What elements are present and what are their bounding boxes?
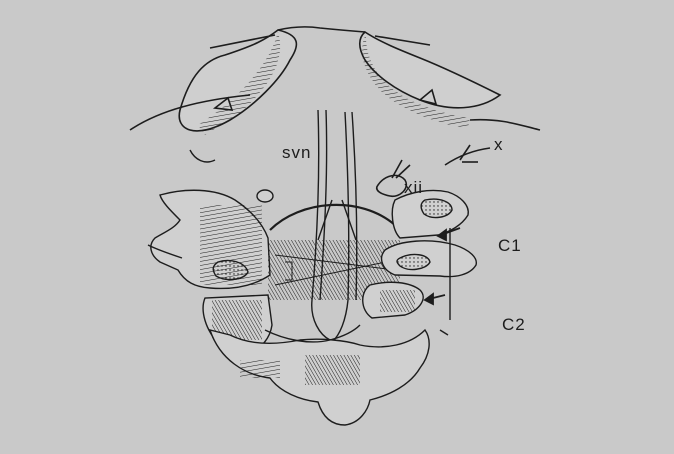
label-c2: C2 [502,315,526,334]
label-xii: xii [404,178,423,197]
label-c1: C1 [498,236,522,255]
label-svn: svn [282,143,311,162]
label-x: x [494,135,504,154]
